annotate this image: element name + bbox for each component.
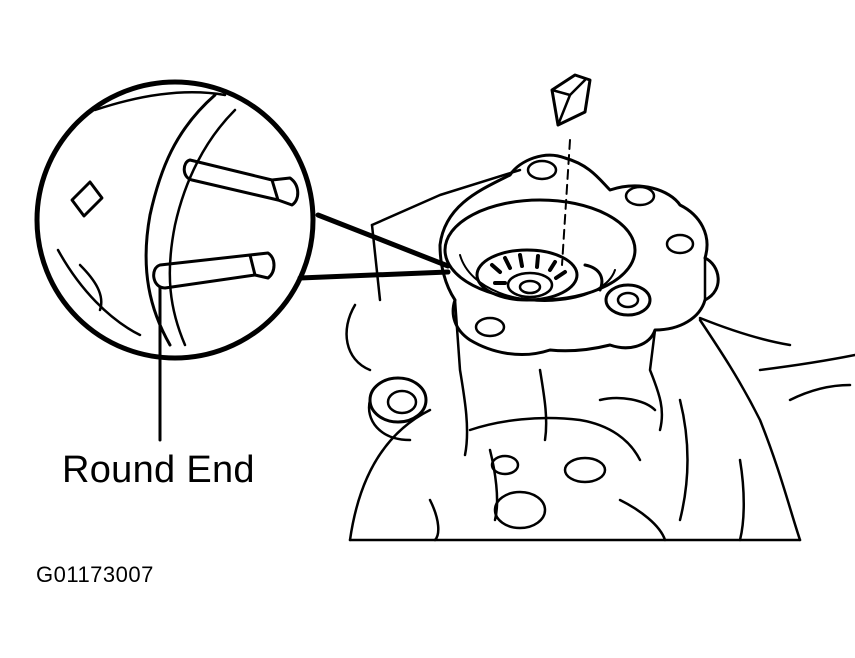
magnifier-callout xyxy=(34,79,451,442)
callout-label-round-end: Round End xyxy=(62,449,255,491)
figure-code: G01173007 xyxy=(36,562,154,587)
pump-housing xyxy=(345,153,855,542)
vane-part-icon xyxy=(550,73,592,266)
